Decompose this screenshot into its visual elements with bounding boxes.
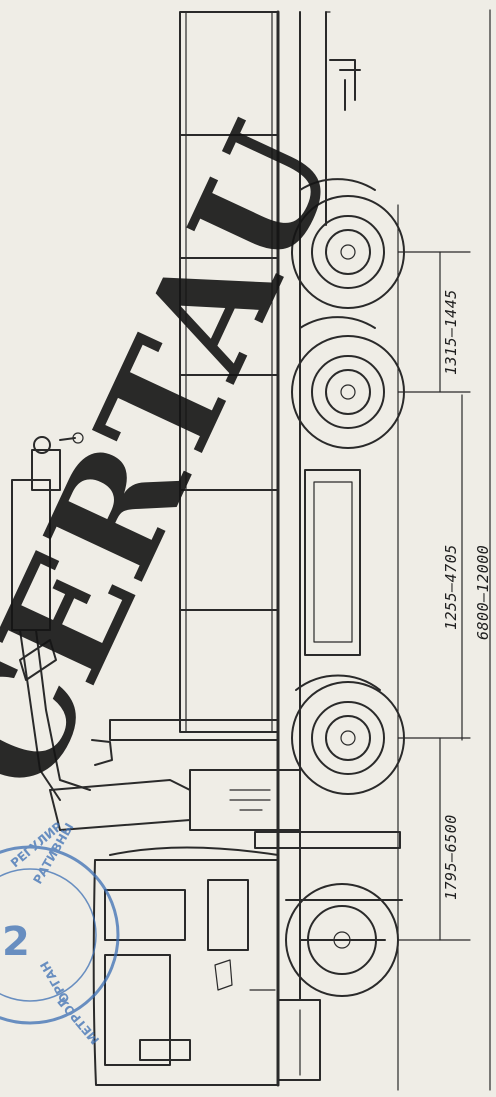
fuel-tank: [304, 469, 361, 656]
rear-bumper: [329, 59, 361, 111]
dim-mid-spacing: 1255–4705: [442, 544, 460, 630]
cab: [92, 846, 321, 1086]
dim-rear-spacing: 1315–1445: [442, 289, 460, 375]
crane-arm: [11, 432, 191, 831]
dim-total-wheelbase: 6800–12000: [474, 545, 492, 640]
stamp-text-rim: МЕТРОЛ: [55, 994, 103, 1047]
crane-base: [109, 719, 401, 849]
dim-front-spacing: 1795–6500: [442, 814, 460, 900]
mid-axle-wheel: [291, 674, 405, 795]
front-axle-wheel: [285, 883, 403, 997]
dimension-lines: [397, 9, 491, 1091]
svg-text:2: 2: [2, 919, 30, 965]
official-stamp: РЕГУЛИР РАТИВНЫ ОРГАН МЕТРОЛ 2: [0, 819, 120, 1047]
rear-axle-wheel-2: [291, 316, 405, 449]
